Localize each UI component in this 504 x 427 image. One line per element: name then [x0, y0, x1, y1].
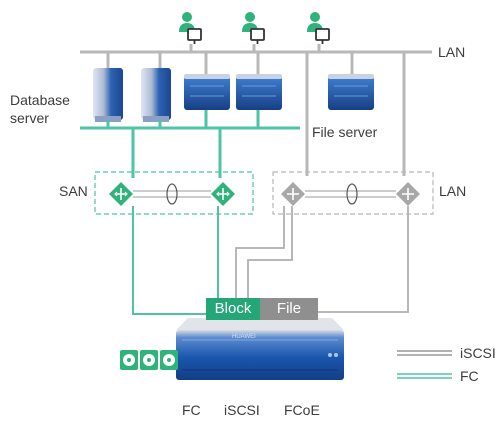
tower-server-icon	[141, 68, 171, 122]
database-server-label-line1: Database	[10, 92, 70, 108]
disk-icon	[160, 350, 178, 370]
block-tag: Block	[206, 298, 260, 320]
protocol-iscsi-label: iSCSI	[224, 402, 260, 418]
file-tag: File	[260, 298, 318, 320]
rack-server-icon	[236, 74, 282, 110]
file-server-label: File server	[312, 124, 378, 140]
storage-array-icon	[176, 318, 344, 380]
lan-switch-label: LAN	[439, 183, 467, 199]
rack-server-icon	[184, 74, 230, 110]
network-switch-icon	[396, 182, 420, 206]
protocol-fcoe-label: FCoE	[284, 402, 320, 418]
disk-icon	[140, 350, 158, 370]
tower-server-icon	[93, 68, 123, 122]
san-fc-bus	[80, 110, 300, 178]
san-group-box	[94, 171, 254, 215]
legend-iscsi-line	[397, 350, 452, 356]
network-switch-icon	[281, 182, 305, 206]
disk-icon	[120, 350, 138, 370]
legend-fc-line	[397, 373, 452, 379]
lan-top-label: LAN	[438, 44, 466, 60]
user-workstation-icon	[242, 12, 265, 44]
network-switch-icon	[211, 182, 235, 206]
legend-iscsi-label: iSCSI	[460, 345, 496, 361]
user-workstation-icon	[307, 12, 330, 44]
lan-isl-link	[305, 183, 396, 205]
storage-brand-label: HUAWEI	[232, 334, 256, 340]
rack-server-icon	[328, 74, 374, 110]
protocol-fc-label: FC	[182, 402, 201, 418]
database-server-label-line2: server	[10, 110, 49, 126]
fc-links-to-storage	[132, 206, 219, 315]
legend-fc-label: FC	[460, 368, 479, 384]
user-workstation-icon	[179, 12, 202, 44]
lan-group-box	[272, 171, 434, 215]
lan-links-to-storage	[235, 206, 409, 313]
network-switch-icon	[109, 182, 133, 206]
lan-bus	[80, 44, 432, 176]
san-label: SAN	[59, 183, 88, 199]
san-isl-link	[133, 183, 211, 205]
